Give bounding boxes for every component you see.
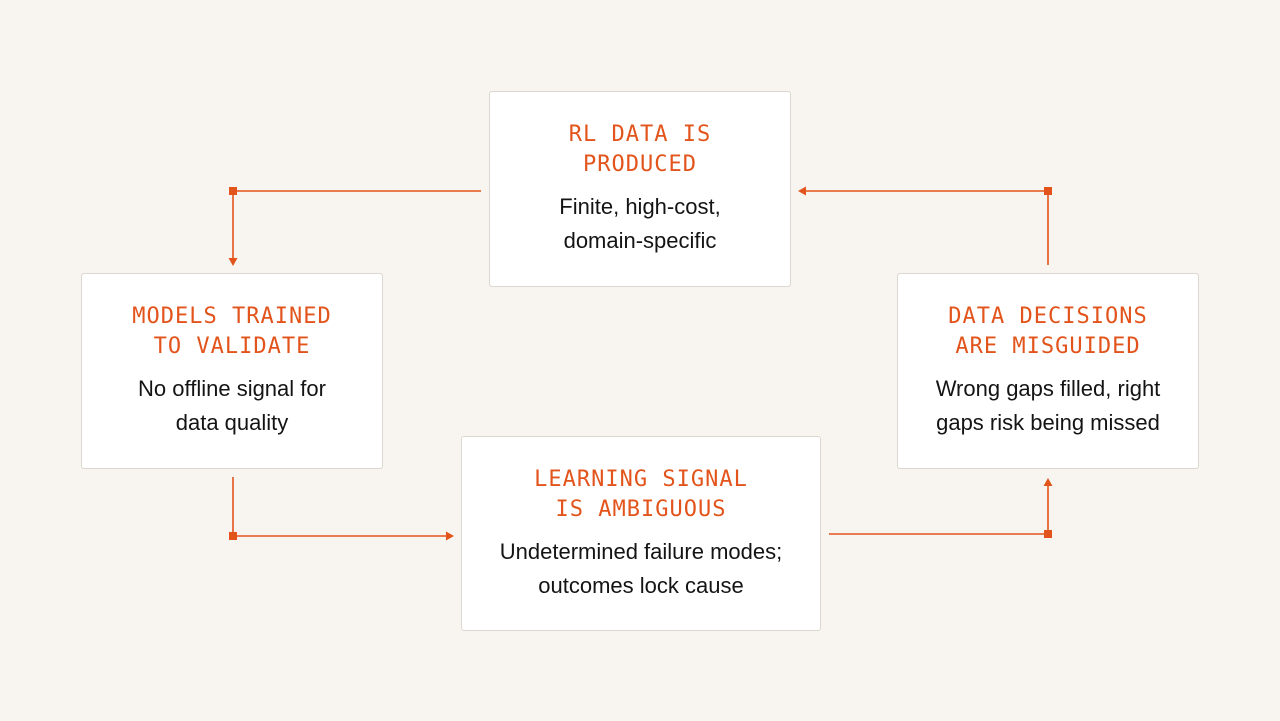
node-title: LEARNING SIGNAL IS AMBIGUOUS	[534, 466, 748, 522]
node-description: Finite, high-cost, domain-specific	[559, 194, 721, 253]
connector-misguided-to-produced	[804, 190, 1049, 265]
arrowhead-down-icon	[228, 258, 238, 266]
connector-start-square	[229, 187, 237, 195]
node-rl-data-produced: RL DATA IS PRODUCED Finite, high-cost, d…	[489, 91, 791, 287]
node-data-decisions-misguided: DATA DECISIONS ARE MISGUIDED Wrong gaps …	[897, 273, 1199, 469]
node-title: DATA DECISIONS ARE MISGUIDED	[948, 304, 1148, 359]
connector-start-square	[1044, 187, 1052, 195]
connector-ambiguous-to-misguided	[829, 485, 1049, 535]
arrowhead-right-icon	[446, 531, 454, 541]
arrowhead-left-icon	[798, 186, 806, 196]
node-description: Undetermined failure modes; outcomes loc…	[499, 538, 783, 598]
arrowhead-up-icon	[1043, 478, 1053, 486]
node-learning-signal-ambiguous: LEARNING SIGNAL IS AMBIGUOUS Undetermine…	[461, 436, 821, 631]
node-description: No offline signal for data quality	[138, 376, 326, 435]
connector-trained-to-ambiguous	[232, 477, 447, 537]
connector-produced-to-trained	[232, 190, 481, 260]
node-title: RL DATA IS PRODUCED	[568, 122, 712, 177]
connector-start-square	[1044, 530, 1052, 538]
connector-start-square	[229, 532, 237, 540]
node-models-trained: MODELS TRAINED TO VALIDATE No offline si…	[81, 273, 383, 469]
node-description: Wrong gaps filled, right gaps risk being…	[935, 376, 1161, 435]
node-title: MODELS TRAINED TO VALIDATE	[132, 304, 332, 359]
